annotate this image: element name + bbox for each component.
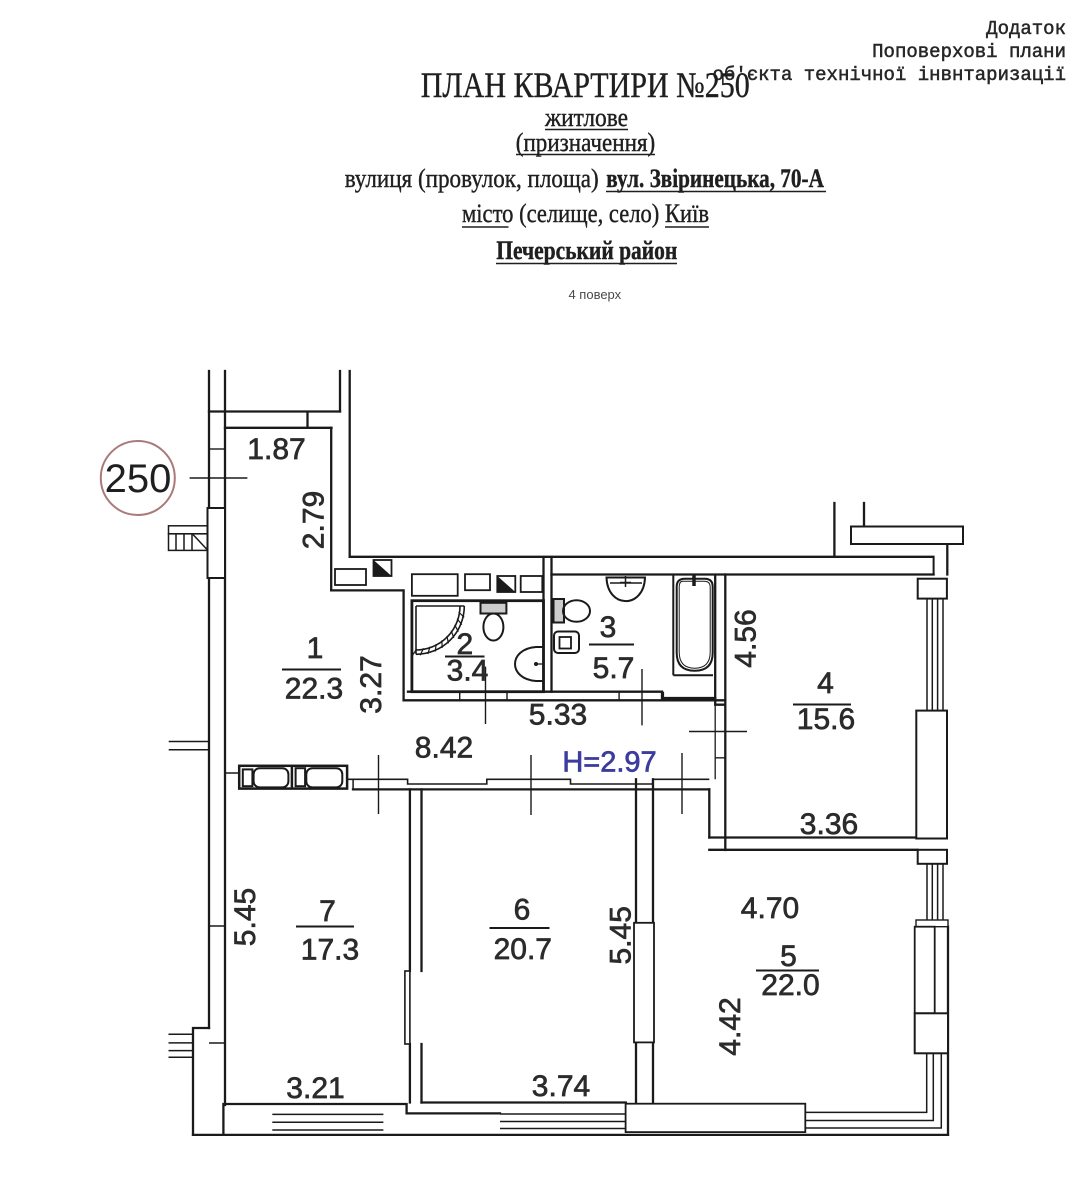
svg-text:Додаток: Додаток	[986, 18, 1066, 40]
svg-text:Печерський район: Печерський район	[496, 236, 677, 265]
svg-text:6: 6	[514, 894, 531, 927]
svg-text:4.42: 4.42	[714, 997, 747, 1055]
svg-text:2: 2	[456, 628, 473, 661]
svg-text:1.87: 1.87	[247, 433, 305, 466]
svg-text:7: 7	[319, 895, 336, 928]
svg-text:1: 1	[307, 632, 324, 665]
svg-text:вул. Звіринецька, 70-А: вул. Звіринецька, 70-А	[606, 164, 824, 193]
svg-text:H=2.97: H=2.97	[562, 747, 656, 779]
svg-text:4.70: 4.70	[741, 892, 799, 925]
svg-text:15.6: 15.6	[797, 703, 855, 736]
svg-text:3.74: 3.74	[532, 1070, 590, 1103]
svg-text:3.4: 3.4	[447, 655, 489, 688]
svg-text:22.3: 22.3	[285, 673, 343, 706]
svg-text:5: 5	[780, 940, 797, 973]
svg-text:4: 4	[817, 667, 834, 700]
svg-text:5.45: 5.45	[605, 906, 638, 964]
svg-text:3.21: 3.21	[286, 1072, 344, 1105]
svg-text:3.36: 3.36	[800, 808, 858, 841]
svg-text:об'єкта технічної інвнтаризаці: об'єкта технічної інвнтаризації	[713, 64, 1066, 86]
svg-text:місто (селище, село) Київ: місто (селище, село) Київ	[462, 199, 709, 228]
svg-text:3: 3	[600, 611, 617, 644]
svg-text:вулиця (провулок, площа): вулиця (провулок, площа)	[345, 164, 599, 193]
svg-text:22.0: 22.0	[761, 969, 819, 1002]
svg-text:3.27: 3.27	[355, 655, 388, 713]
svg-text:2.79: 2.79	[298, 491, 331, 549]
svg-text:5.33: 5.33	[529, 699, 587, 732]
svg-text:ПЛАН КВАРТИРИ №250: ПЛАН КВАРТИРИ №250	[421, 65, 750, 105]
svg-text:8.42: 8.42	[415, 732, 473, 765]
svg-text:17.3: 17.3	[301, 934, 359, 967]
svg-text:4.56: 4.56	[730, 609, 763, 667]
svg-text:4 поверх: 4 поверх	[568, 287, 621, 302]
svg-text:5.45: 5.45	[229, 888, 262, 946]
svg-text:житлове: житлове	[544, 103, 628, 132]
svg-text:(призначення): (призначення)	[516, 128, 655, 157]
svg-text:Поповерхові плани: Поповерхові плани	[872, 41, 1066, 63]
svg-text:5.7: 5.7	[593, 652, 635, 685]
svg-text:20.7: 20.7	[494, 933, 552, 966]
svg-text:250: 250	[105, 457, 172, 501]
